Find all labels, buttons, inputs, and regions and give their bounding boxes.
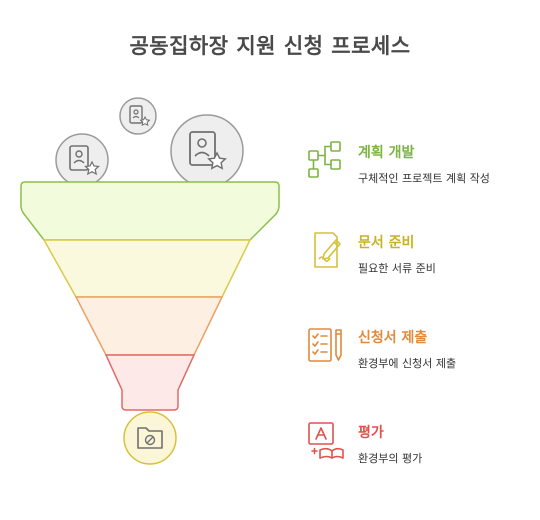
evaluation-icon [308,422,344,459]
step-title: 평가 [358,425,384,441]
step-title: 계획 개발 [358,145,415,161]
id-card-icon [55,133,109,187]
step-description: 환경부의 평가 [358,452,423,465]
funnel-stage-3 [74,296,224,356]
step-description: 필요한 서류 준비 [358,262,436,275]
id-card-icon [119,97,157,135]
folder-icon [123,411,177,465]
funnel-stage-4 [104,354,196,411]
flowchart-icon [308,141,341,178]
document-pen-icon [314,232,341,268]
step-description: 구체적인 프로젝트 계획 작성 [358,172,490,185]
id-card-icon [170,114,244,188]
funnel-stage-2 [42,239,252,298]
step-description: 환경부에 신청서 제출 [358,357,457,370]
page-title: 공동집하장 지원 신청 프로세스 [129,34,411,58]
checklist-pen-icon [308,328,342,362]
funnel-stage-1 [20,181,280,241]
step-title: 문서 준비 [358,235,415,251]
step-title: 신청서 제출 [358,330,428,346]
